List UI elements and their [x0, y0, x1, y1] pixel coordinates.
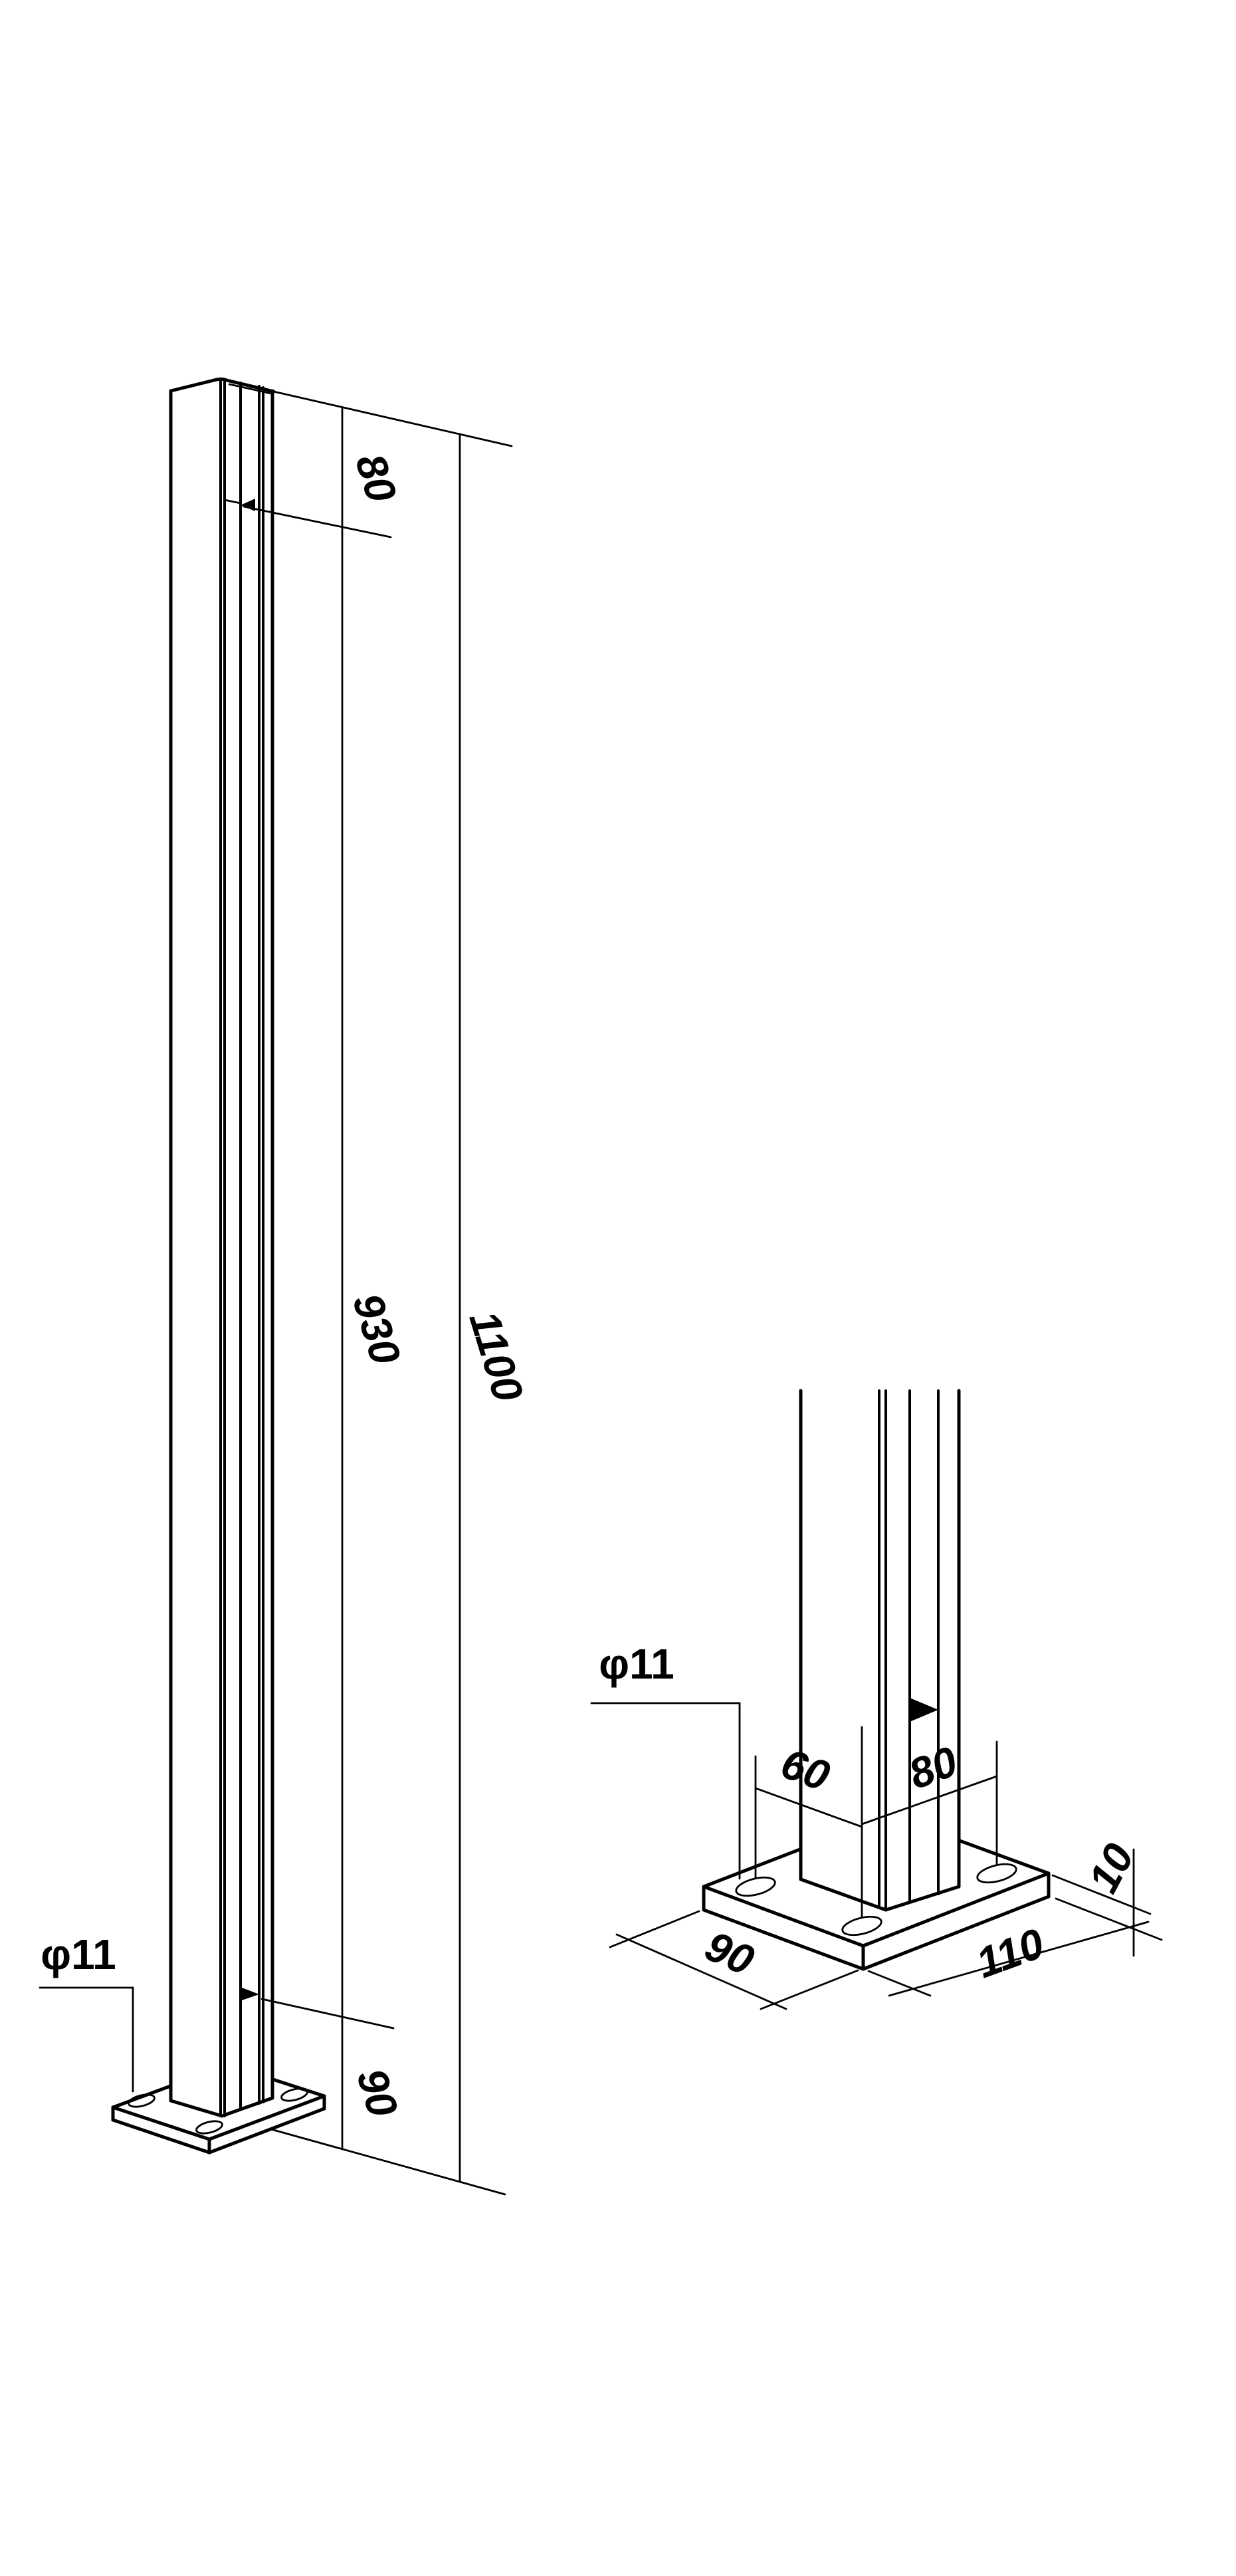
dim-90-label: 90 [348, 2063, 407, 2122]
bolt-hole [735, 1876, 776, 1897]
post-elevation-view: 80 930 1100 90 φ11 [39, 377, 533, 2196]
bolt-hole [841, 1915, 882, 1936]
hole-diameter-label: φ11 [41, 1931, 116, 1978]
hole-diameter-label: φ11 [599, 1640, 674, 1688]
dim-80-label: 80 [346, 448, 406, 507]
bolt-hole [128, 2093, 155, 2108]
slot-bottom-marker-arrow [910, 1698, 938, 1722]
elevation-dimensions: 80 930 1100 90 φ11 [39, 390, 533, 2196]
bolt-hole [976, 1863, 1017, 1884]
base-plate-detail-view: φ11 60 80 90 110 10 [590, 1389, 1163, 2010]
elevation-post-body [169, 377, 276, 2118]
slot-bottom-marker-arrow [242, 1988, 259, 2000]
bolt-hole [280, 2087, 308, 2102]
bolt-hole [195, 2120, 223, 2135]
dim-930-label: 930 [344, 1288, 410, 1369]
detail-post-body [799, 1389, 961, 1912]
dim-110-label: 110 [970, 1919, 1051, 1988]
dim-1100-label: 1100 [460, 1306, 532, 1407]
